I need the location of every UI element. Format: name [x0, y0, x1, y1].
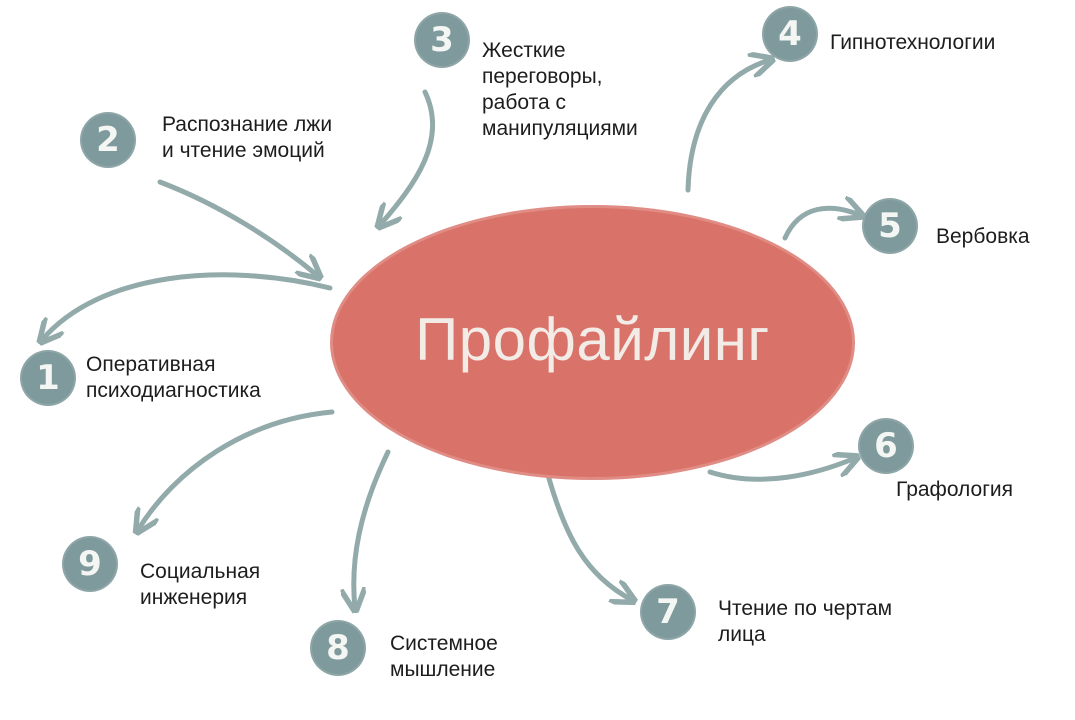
node-6-label-line: Графология: [896, 478, 1013, 501]
center-oval: [330, 205, 855, 480]
node-1-label-line: Оперативная: [86, 353, 216, 376]
node-5-label-line: Вербовка: [936, 225, 1030, 248]
node-7-label-line: лица: [718, 623, 766, 646]
node-2-label-line: Распознание лжи: [162, 113, 333, 136]
node-3-label-line: работа с: [482, 91, 566, 114]
arrow-to-6: [707, 458, 855, 482]
node-2-number-badge: 2: [80, 112, 136, 168]
node-7-label-line: Чтение по чертам: [718, 597, 893, 620]
node-6-label: Графология: [896, 477, 1013, 503]
arrow-to-4: [685, 60, 770, 193]
node-8-number-badge: 8: [310, 620, 366, 676]
node-5-label: Вербовка: [936, 224, 1030, 250]
node-4-number-badge: 4: [762, 6, 818, 62]
node-9-label-line: инженерия: [140, 586, 248, 609]
node-4-label: Гипнотехнологии: [830, 30, 995, 56]
node-3-label-line: манипуляциями: [482, 117, 638, 140]
node-8-label-line: мышление: [390, 658, 496, 681]
node-7-number-badge: 7: [640, 584, 696, 640]
node-1-number-badge: 1: [20, 350, 76, 406]
arrow-to-8: [354, 449, 391, 608]
node-9-label: Социальная инженерия: [140, 559, 260, 611]
arrow-to-1: [42, 272, 333, 340]
node-7-label: Чтение по чертам лица: [718, 596, 892, 648]
node-6-number-badge: 6: [858, 418, 914, 474]
node-3-number-badge: 3: [414, 12, 470, 68]
arrow-from-3: [380, 89, 436, 225]
node-2-label-line: и чтение эмоций: [162, 139, 325, 162]
node-8-label: Системное мышление: [390, 631, 498, 683]
center-title: Профайлинг: [415, 306, 770, 373]
node-8-label-line: Системное: [390, 632, 498, 655]
node-2-label: Распознание лжи и чтение эмоций: [162, 112, 332, 164]
arrow-to-5: [782, 208, 860, 241]
node-9-number-badge: 9: [62, 536, 118, 592]
node-3-label-line: Жесткие: [482, 39, 566, 62]
node-3-label-line: переговоры,: [482, 65, 603, 88]
node-4-label-line: Гипнотехнологии: [830, 31, 996, 54]
arrow-to-9: [138, 409, 335, 530]
node-1-label-line: психодиагностика: [86, 379, 261, 402]
node-1-label: Оперативная психодиагностика: [86, 352, 261, 404]
node-3-label: Жесткие переговоры, работа с манипуляция…: [482, 38, 638, 142]
node-9-label-line: Социальная: [140, 560, 261, 583]
node-5-number-badge: 5: [862, 198, 918, 254]
arrow-from-2: [157, 179, 318, 276]
arrow-to-7: [545, 472, 632, 600]
